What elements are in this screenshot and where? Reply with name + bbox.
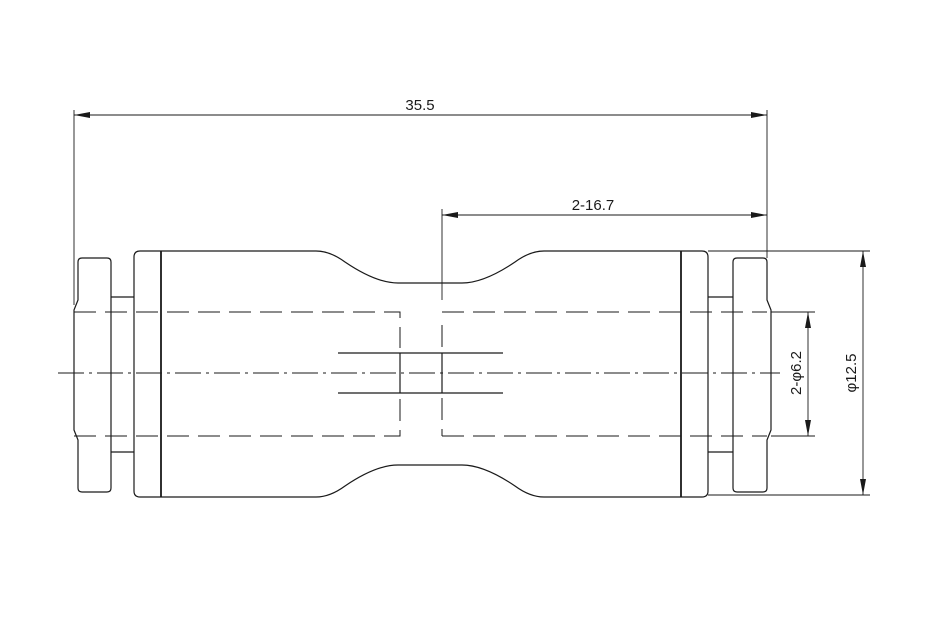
connector-body — [133, 250, 709, 498]
arrowhead-right — [751, 212, 767, 218]
arrowhead-top — [860, 251, 866, 267]
hidden-bore-lines — [74, 311, 767, 437]
outer-diameter-label: φ12.5 — [843, 354, 860, 393]
half-length-label: 2-16.7 — [572, 197, 615, 214]
arrowhead-bottom — [805, 420, 811, 436]
overall-length-label: 35.5 — [405, 97, 434, 114]
bore-diameter-label: 2-φ6.2 — [788, 351, 805, 395]
arrowhead-right — [751, 112, 767, 118]
left-release-collet — [73, 257, 134, 493]
overall-length-dimension: 35.5 — [73, 97, 768, 305]
right-release-collet — [708, 257, 772, 493]
arrowhead-left — [442, 212, 458, 218]
arrowhead-bottom — [860, 479, 866, 495]
arrowhead-top — [805, 312, 811, 328]
outer-diameter-dimension: φ12.5 — [708, 250, 870, 496]
half-length-dimension: 2-16.7 — [441, 197, 767, 300]
arrowhead-left — [74, 112, 90, 118]
bore-diameter-dimension: 2-φ6.2 — [771, 311, 815, 437]
